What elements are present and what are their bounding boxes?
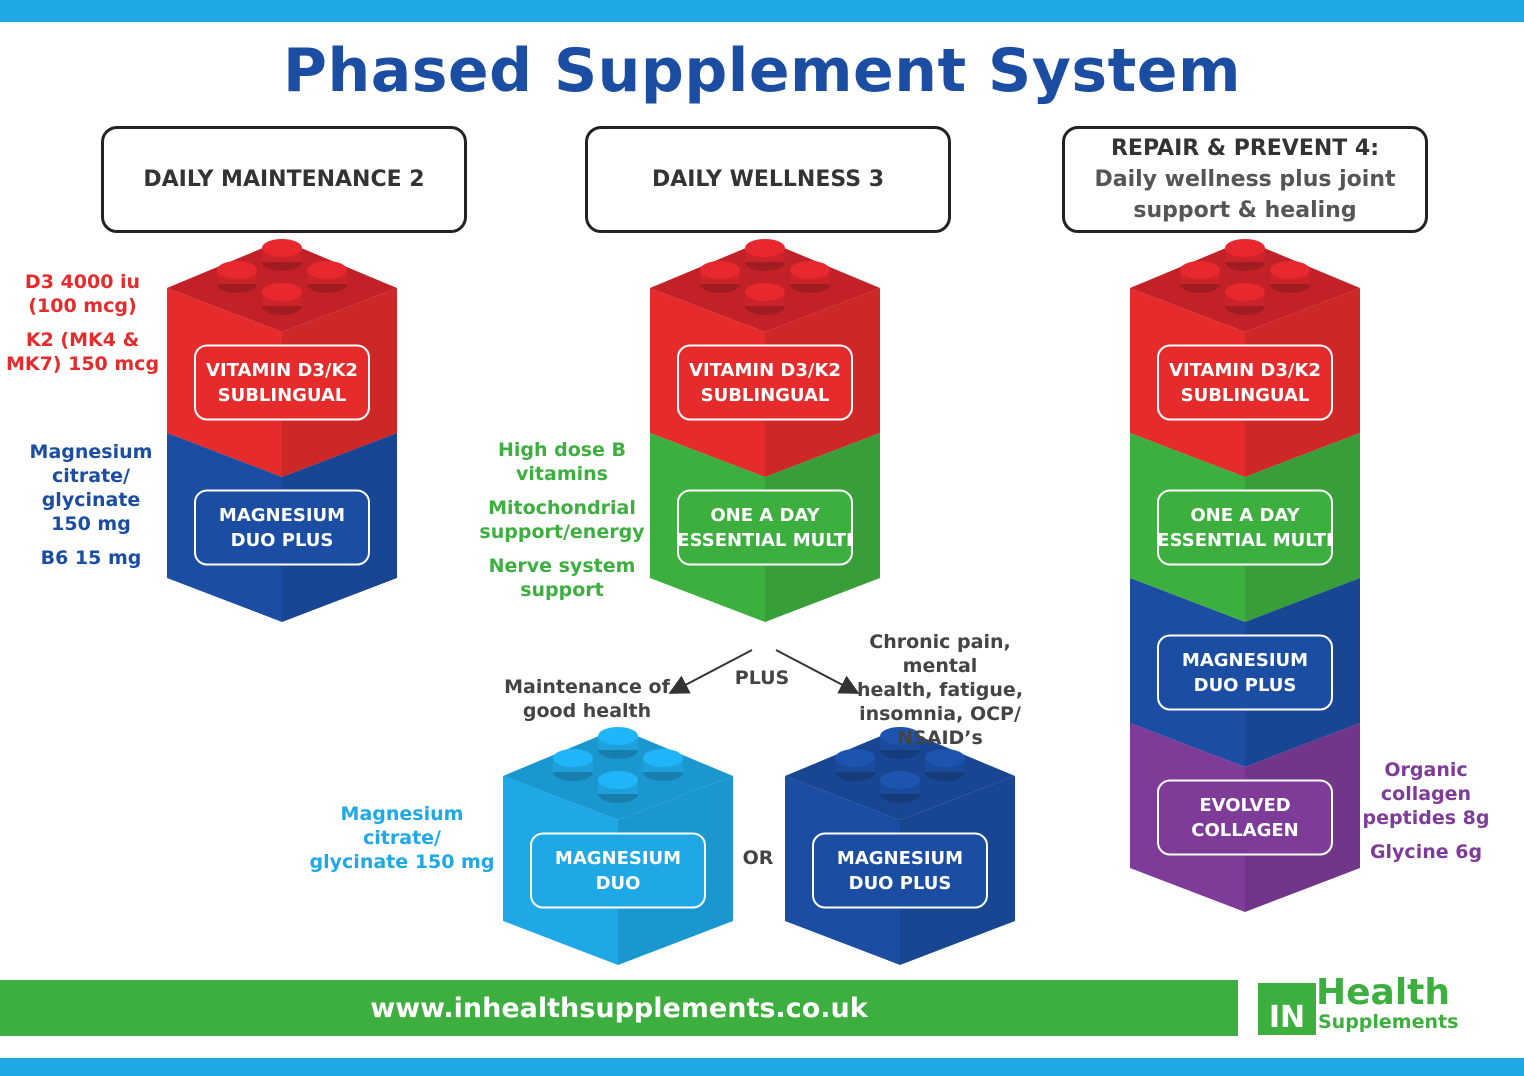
stack-repair-segment-1: ONE A DAY ESSENTIAL MULTI (1130, 433, 1360, 622)
bottom-bar (0, 1058, 1524, 1076)
note-multi: High dose B vitamins Mitochondrial suppo… (476, 438, 648, 612)
block-label: MAGNESIUM (837, 848, 963, 869)
block-label: SUBLINGUAL (218, 385, 347, 406)
note-collagen-group: Organic collagen peptides 8g Glycine 6g (1358, 758, 1494, 874)
logo-health: Health (1316, 972, 1451, 1013)
block-label: ONE A DAY (1190, 505, 1300, 526)
block-label: DUO (596, 873, 641, 894)
block-label: DUO PLUS (1194, 675, 1297, 696)
block-label: DUO PLUS (231, 530, 334, 551)
note-d3k2: D3 4000 iu (100 mcg) K2 (MK4 & MK7) 150 … (0, 270, 165, 386)
footer-bar: www.inhealthsupplements.co.uk (0, 980, 1238, 1036)
block-label: ESSENTIAL MULTI (677, 530, 852, 551)
block-label: MAGNESIUM (555, 848, 681, 869)
phase-heading: DAILY WELLNESS 3 (651, 167, 885, 192)
stack-repair-top (1130, 239, 1360, 332)
stack-wellness-segment-1: ONE A DAY ESSENTIAL MULTI (650, 433, 880, 622)
note-maintenance-text: Maintenance of good health (504, 676, 670, 722)
block-label: EVOLVED (1199, 795, 1290, 816)
note-mg-bottom: Magnesium citrate/ glycinate 150 mg (309, 803, 495, 873)
note-collagen: Organic collagen peptides 8g (1362, 759, 1490, 829)
block-label: MAGNESIUM (219, 505, 345, 526)
note-nerve: Nerve system support (488, 555, 636, 601)
block-label: VITAMIN D3/K2 (206, 360, 358, 381)
note-or: OR (728, 846, 788, 880)
arrow-left (668, 649, 753, 694)
stack-repair-segment-3: EVOLVED COLLAGEN (1130, 723, 1360, 912)
note-conditions: Chronic pain, mental health, fatigue, in… (830, 630, 1050, 760)
block-label: COLLAGEN (1191, 820, 1299, 841)
phase-box-maintenance: DAILY MAINTENANCE 2 (101, 126, 467, 233)
note-magnesium-bottom: Magnesium citrate/ glycinate 150 mg (302, 802, 502, 884)
note-mito: Mitochondrial support/energy (479, 497, 645, 543)
stack-magnesium-duo-plus-top (785, 727, 1015, 820)
note-k2: K2 (MK4 & MK7) 150 mcg (5, 329, 160, 375)
note-b-vitamins: High dose B vitamins (497, 439, 627, 485)
phase-box-repair: REPAIR & PREVENT 4: Daily wellness plus … (1062, 126, 1428, 233)
stack-magnesium-duo-top (503, 727, 733, 820)
block-label: VITAMIN D3/K2 (689, 360, 841, 381)
logo-supplements: Supplements (1318, 1011, 1459, 1033)
block-label: SUBLINGUAL (1181, 385, 1310, 406)
block-label: DUO PLUS (849, 873, 952, 894)
note-or-text: OR (742, 847, 774, 869)
top-bar (0, 0, 1524, 22)
stack-repair-segment-2: MAGNESIUM DUO PLUS (1130, 578, 1360, 767)
stack-magnesium-duo-plus-segment-0: MAGNESIUM DUO PLUS (785, 776, 1015, 965)
inhealth-logo: IN Health Supplements (1258, 973, 1468, 1035)
phase-box-wellness: DAILY WELLNESS 3 (585, 126, 951, 233)
page-title: Phased Supplement System (283, 36, 1241, 106)
note-mg: Magnesium citrate/ glycinate 150 mg (29, 441, 153, 535)
stack-magnesium-duo-segment-0: MAGNESIUM DUO (503, 776, 733, 965)
note-conditions-text: Chronic pain, mental health, fatigue, in… (856, 631, 1024, 749)
block-label: SUBLINGUAL (701, 385, 830, 406)
block-label: ESSENTIAL MULTI (1157, 530, 1332, 551)
note-plus-text: PLUS (734, 667, 790, 689)
phase-subheading: Daily wellness plus joint support & heal… (1094, 167, 1396, 223)
note-b6: B6 15 mg (40, 547, 142, 569)
stack-maintenance-top (167, 239, 397, 332)
note-glycine: Glycine 6g (1369, 841, 1483, 863)
note-maintenance: Maintenance of good health (500, 675, 674, 733)
logo-in: IN (1258, 983, 1316, 1035)
website-link[interactable]: www.inhealthsupplements.co.uk (370, 992, 868, 1024)
phase-heading: DAILY MAINTENANCE 2 (143, 167, 425, 192)
arrow-right (775, 649, 860, 694)
block-label: MAGNESIUM (1182, 650, 1308, 671)
note-plus: PLUS (724, 666, 800, 700)
block-label: VITAMIN D3/K2 (1169, 360, 1321, 381)
stack-wellness-top (650, 239, 880, 332)
note-magnesium-left: Magnesium citrate/ glycinate 150 mg B6 1… (15, 440, 167, 580)
block-label: ONE A DAY (710, 505, 820, 526)
phase-heading: REPAIR & PREVENT 4: (1110, 136, 1380, 161)
stack-maintenance-segment-1: MAGNESIUM DUO PLUS (167, 433, 397, 622)
note-d3: D3 4000 iu (100 mcg) (24, 271, 141, 317)
